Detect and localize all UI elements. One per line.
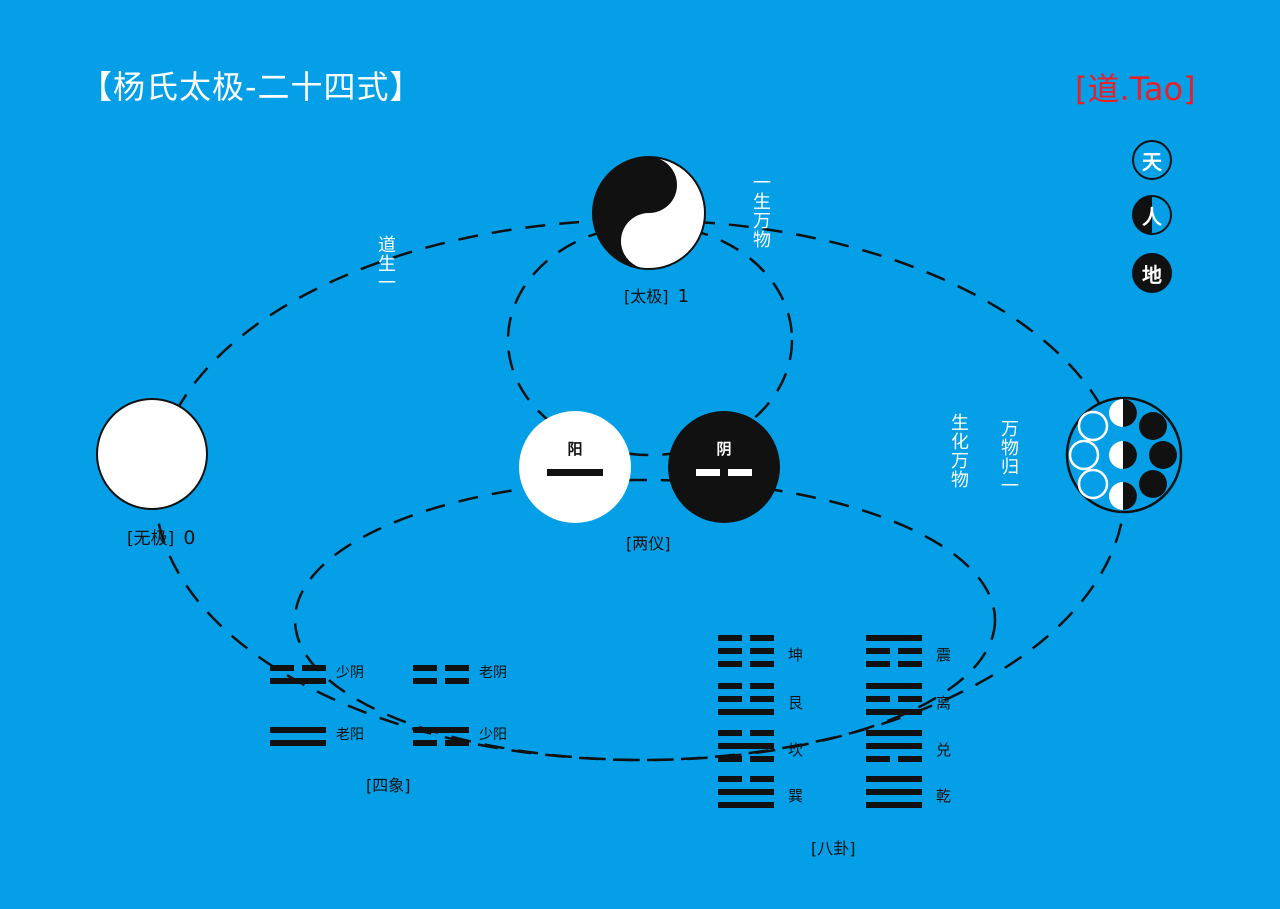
yi-sheng-wanwu-label: 一生万物 (753, 173, 771, 251)
yin-line (718, 648, 774, 654)
yin-line (413, 678, 469, 684)
yin-line (866, 648, 922, 654)
yin-line (866, 696, 922, 702)
yang-line (718, 743, 774, 749)
yin-line (718, 756, 774, 762)
yin-line (270, 665, 326, 671)
yang-line (866, 743, 922, 749)
bagua-name: 坎 (788, 741, 804, 759)
yang-line (866, 635, 922, 641)
yang-line (718, 709, 774, 715)
legend-human-badge: 人 (1132, 195, 1172, 235)
yin-line (718, 776, 774, 782)
sheng-hua-wanwu-label: 生化万物 (951, 413, 969, 491)
yin-line (413, 665, 469, 671)
bagua-label: [八卦] (811, 839, 856, 858)
yang-line (718, 789, 774, 795)
yin-line (413, 740, 469, 746)
taiji-caption: [太极] 1 (624, 283, 689, 307)
yin-line (866, 661, 922, 667)
sixiang-name: 老阳 (336, 727, 364, 743)
taiji-liangyi-ellipse (506, 223, 794, 457)
yin-circle: 阴 (668, 411, 780, 523)
legend-earth-badge: 地 (1132, 253, 1172, 293)
bagua-name: 离 (936, 694, 952, 712)
yin-label: 阴 (716, 440, 732, 458)
yin-line (718, 635, 774, 641)
liangyi-label: [两仪] (626, 534, 671, 553)
yin-line-icon (696, 469, 752, 476)
yin-line (866, 756, 922, 762)
yang-line (866, 802, 922, 808)
bagua-name: 坤 (788, 646, 804, 664)
bagua-name: 兑 (936, 741, 952, 759)
page-title: 【杨氏太极-二十四式】 (80, 68, 423, 106)
yin-line (718, 730, 774, 736)
sixiang-name: 老阴 (479, 665, 507, 681)
bagua-name: 乾 (936, 787, 952, 805)
sixiang-name: 少阴 (336, 665, 364, 681)
yang-line (866, 730, 922, 736)
brand-tag: [道.Tao] (1075, 70, 1196, 108)
bagua-name: 艮 (788, 694, 804, 712)
legend-heaven-badge: 天 (1132, 140, 1172, 180)
yang-line (866, 789, 922, 795)
lower-cycle-ellipse (293, 478, 997, 762)
bagua-name: 震 (936, 646, 952, 664)
wanwu-gui-yi-label: 万物归一 (1001, 419, 1019, 497)
wanwu-cluster-icon (1065, 396, 1183, 514)
yang-line (866, 683, 922, 689)
taiji-number: 1 (677, 286, 690, 307)
yin-line (718, 661, 774, 667)
yang-line (270, 678, 326, 684)
yang-line (866, 709, 922, 715)
bagua-name: 巽 (788, 787, 804, 805)
yang-line-icon (547, 469, 603, 476)
wuji-circle (96, 398, 208, 510)
yin-line (718, 696, 774, 702)
wuji-label: [无极] (127, 529, 175, 549)
taiji-yinyang-icon (592, 156, 706, 270)
sixiang-label: [四象] (366, 776, 411, 795)
sixiang-name: 少阳 (479, 727, 507, 743)
yang-label: 阳 (567, 440, 583, 458)
yang-line (866, 776, 922, 782)
yin-line (718, 683, 774, 689)
taiji-label: [太极] (624, 287, 669, 306)
dao-sheng-yi-label: 道生一 (378, 235, 396, 294)
yang-circle: 阳 (519, 411, 631, 523)
wuji-caption: [无极] 0 (127, 524, 195, 549)
yang-line (413, 727, 469, 733)
yang-line (718, 802, 774, 808)
yang-line (270, 727, 326, 733)
yang-line (270, 740, 326, 746)
wuji-number: 0 (183, 527, 196, 549)
